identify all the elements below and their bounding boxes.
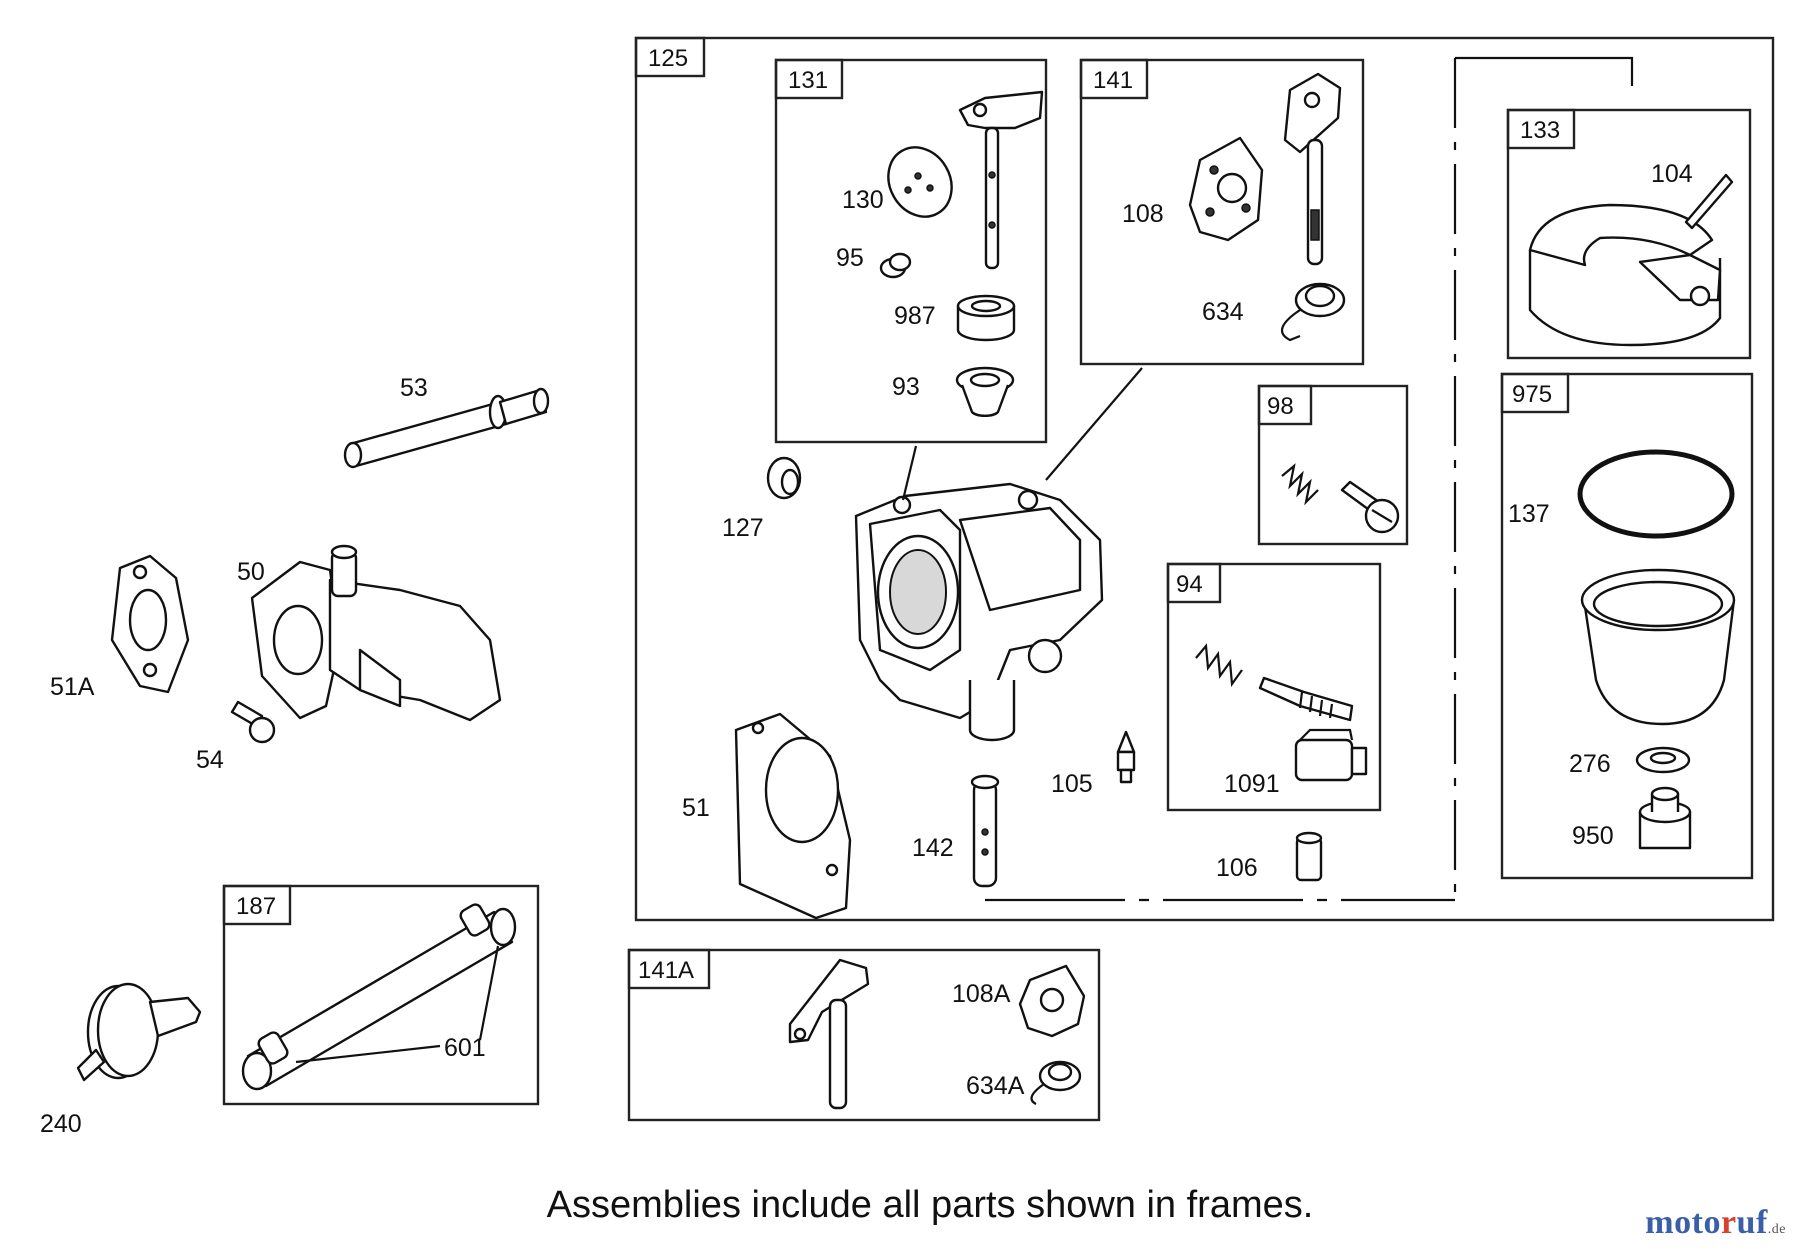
frame-94-tag: 94	[1176, 571, 1203, 598]
label-105: 105	[1051, 770, 1093, 798]
label-634A: 634A	[966, 1072, 1025, 1100]
label-130: 130	[842, 186, 884, 214]
bushing-93-part	[955, 366, 1015, 417]
pin-104-part	[1684, 173, 1734, 230]
frame-125-tag: 125	[648, 45, 688, 72]
throttle-shaft-part	[1283, 72, 1342, 266]
label-137: 137	[1508, 500, 1550, 528]
label-1091: 1091	[1224, 770, 1280, 798]
frame-975-tag: 975	[1512, 381, 1552, 408]
float-part	[1528, 203, 1722, 347]
spring-98-part	[1281, 463, 1319, 506]
gasket-137-part	[1577, 449, 1735, 539]
label-127: 127	[722, 514, 764, 542]
label-106: 106	[1216, 854, 1258, 882]
carburetor-body-part	[854, 482, 1104, 742]
spring-634A-part	[1030, 1060, 1082, 1105]
frame-141-tag-box	[1079, 58, 1149, 100]
label-950: 950	[1572, 822, 1614, 850]
frame-98-tag-box	[1257, 384, 1313, 426]
fuel-filter-240-part	[76, 982, 202, 1082]
label-108A: 108A	[952, 980, 1011, 1008]
label-142: 142	[912, 834, 954, 862]
assemblies-note: Assemblies include all parts shown in fr…	[546, 1184, 1314, 1226]
frame-125	[634, 36, 1775, 922]
frame-125-tag-box	[634, 36, 706, 78]
spring-94-part	[1195, 643, 1243, 688]
choke-shaft-part	[958, 90, 1044, 270]
frame-131-tag-box	[774, 58, 844, 100]
gasket-51A-part	[110, 554, 190, 694]
leader-131-to-body	[901, 445, 918, 501]
label-93: 93	[892, 373, 920, 401]
frame-98-tag: 98	[1267, 393, 1294, 420]
frame-141	[1079, 58, 1365, 366]
choke-plate-part	[887, 146, 953, 218]
frame-133-tag-box	[1506, 108, 1576, 150]
label-53: 53	[400, 374, 428, 402]
frame-141A	[627, 948, 1101, 1122]
frame-141A-tag-box	[627, 948, 711, 990]
label-51A: 51A	[50, 673, 95, 701]
frame-131	[774, 58, 1048, 444]
washer-276-part	[1635, 746, 1691, 774]
intake-elbow-50-part	[250, 544, 502, 722]
frame-187-tag: 187	[236, 893, 276, 920]
label-51: 51	[682, 794, 710, 822]
frame-94-tag-box	[1166, 562, 1222, 604]
watermark-logo: motoruf.de	[1645, 1204, 1786, 1241]
seal-987-part	[956, 294, 1016, 342]
frame-975	[1500, 372, 1754, 880]
frame-94	[1166, 562, 1382, 812]
throttle-plate-108A-part	[1018, 964, 1086, 1038]
frame-975-tag-box	[1500, 372, 1570, 414]
label-95: 95	[836, 244, 864, 272]
jet-106-part	[1295, 831, 1323, 882]
spring-634-part	[1280, 282, 1346, 342]
mixture-screw-part	[1258, 676, 1354, 722]
float-bowl-part	[1580, 568, 1736, 726]
frame-133	[1506, 108, 1752, 360]
washer-127-part	[766, 456, 802, 500]
label-634: 634	[1202, 298, 1244, 326]
frame-131-tag: 131	[788, 67, 828, 94]
label-104: 104	[1651, 160, 1693, 188]
throttle-shaft-141A-part	[788, 958, 870, 1110]
idle-screw-part	[1340, 480, 1400, 534]
solenoid-1091-part	[1294, 728, 1368, 782]
label-276: 276	[1569, 750, 1611, 778]
label-601: 601	[444, 1034, 486, 1062]
label-987: 987	[894, 302, 936, 330]
fuel-line-part	[241, 903, 517, 1091]
screw-54-part	[230, 700, 276, 744]
frame-133-tag: 133	[1520, 117, 1560, 144]
frame-141A-tag: 141A	[638, 957, 694, 984]
label-54: 54	[196, 746, 224, 774]
bowl-nut-950-part	[1638, 786, 1692, 850]
frame-187	[222, 884, 540, 1106]
gasket-51-part	[734, 712, 852, 920]
label-108: 108	[1122, 200, 1164, 228]
screw-95-part	[879, 252, 912, 279]
leader-141-to-body	[1045, 367, 1143, 481]
tube-142-part	[970, 774, 1000, 888]
label-50: 50	[237, 558, 265, 586]
frame-141-tag: 141	[1093, 67, 1133, 94]
label-240: 240	[40, 1110, 82, 1138]
pipe-53-part	[343, 387, 550, 469]
frame-187-tag-box	[222, 884, 292, 926]
leader-601	[295, 945, 500, 1064]
frame-98	[1257, 384, 1409, 546]
needle-105-part	[1116, 730, 1136, 784]
boundary-top	[1455, 56, 1634, 86]
throttle-plate-108-part	[1188, 136, 1264, 242]
